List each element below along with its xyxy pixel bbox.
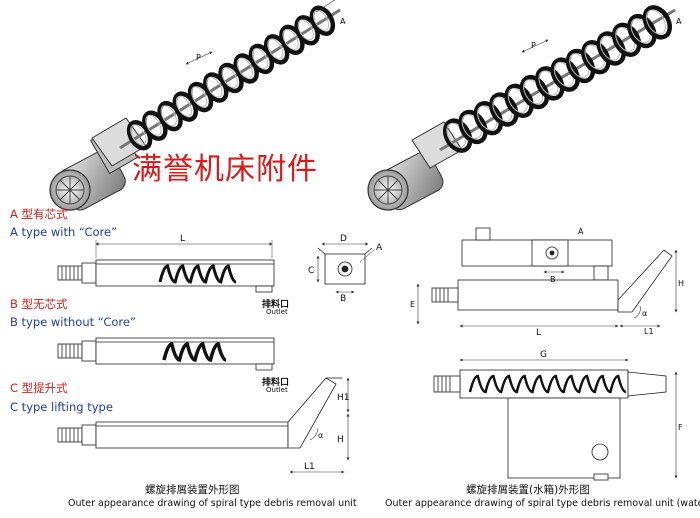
watermark-text: 满誉机床附件 [132,152,318,187]
dim-alpha-c: α [318,431,323,440]
dim-d: D [340,234,347,244]
outlet-label-cn-a: 排料口 [262,300,290,310]
label-b-type-en: B type without “Core” [10,315,136,329]
dim-b: B [340,294,346,304]
dim-l1-c: L1 [304,462,315,472]
label-b-type-cn: B 型无芯式 [10,297,68,311]
outlet-label-en-b: Outlet [266,386,288,394]
dim-a-section: A [376,243,383,253]
dim-a-top-left: A [340,17,346,26]
dim-a-top-right: A [676,17,682,26]
dim-p-top-left: P [196,53,201,62]
dim-f: F [678,423,683,432]
drawing-water-tank-bottom [433,358,678,481]
motor-right-icon [367,121,463,211]
dim-h-right: H [678,279,684,288]
cross-section-view [316,242,375,294]
dim-b-right: B [550,275,556,284]
auger-3d-left: A P [49,0,346,211]
caption-right-en: Outer appearance drawing of spiral type … [385,498,700,509]
helix-left [126,5,336,151]
dim-h: H [337,435,344,445]
dim-l1-right: L1 [644,327,654,336]
dim-l-right: L [536,328,541,338]
drawing-c-type [57,377,350,474]
caption-left-cn: 螺旋排屑装置外形图 [145,484,240,496]
drawing-water-tank-top [416,227,678,328]
drawing-a-type [57,240,275,293]
label-c-type-en: C type lifting type [10,400,113,414]
dim-alpha-right: α [642,309,647,318]
dim-a-right: A [578,227,584,236]
helix-right [442,5,673,153]
dim-e: E [410,300,415,309]
caption-left-en: Outer appearance drawing of spiral type … [68,498,357,509]
label-c-type-cn: C 型提升式 [10,381,68,395]
dim-l-a: L [180,234,185,244]
outlet-label-en-a: Outlet [266,308,288,316]
drawing-b-type [57,337,275,371]
dim-h1: H1 [337,393,350,403]
label-a-type-cn: A 型有芯式 [10,207,68,221]
dim-c: C [308,266,314,276]
caption-right-cn: 螺旋排屑装置(水箱)外形图 [466,484,590,496]
outlet-label-cn-b: 排料口 [262,378,290,388]
dim-p-top-right: P [531,41,536,50]
label-a-type-en: A type with “Core” [10,225,118,239]
auger-3d-right: A P [367,5,682,211]
dim-g: G [540,350,547,360]
